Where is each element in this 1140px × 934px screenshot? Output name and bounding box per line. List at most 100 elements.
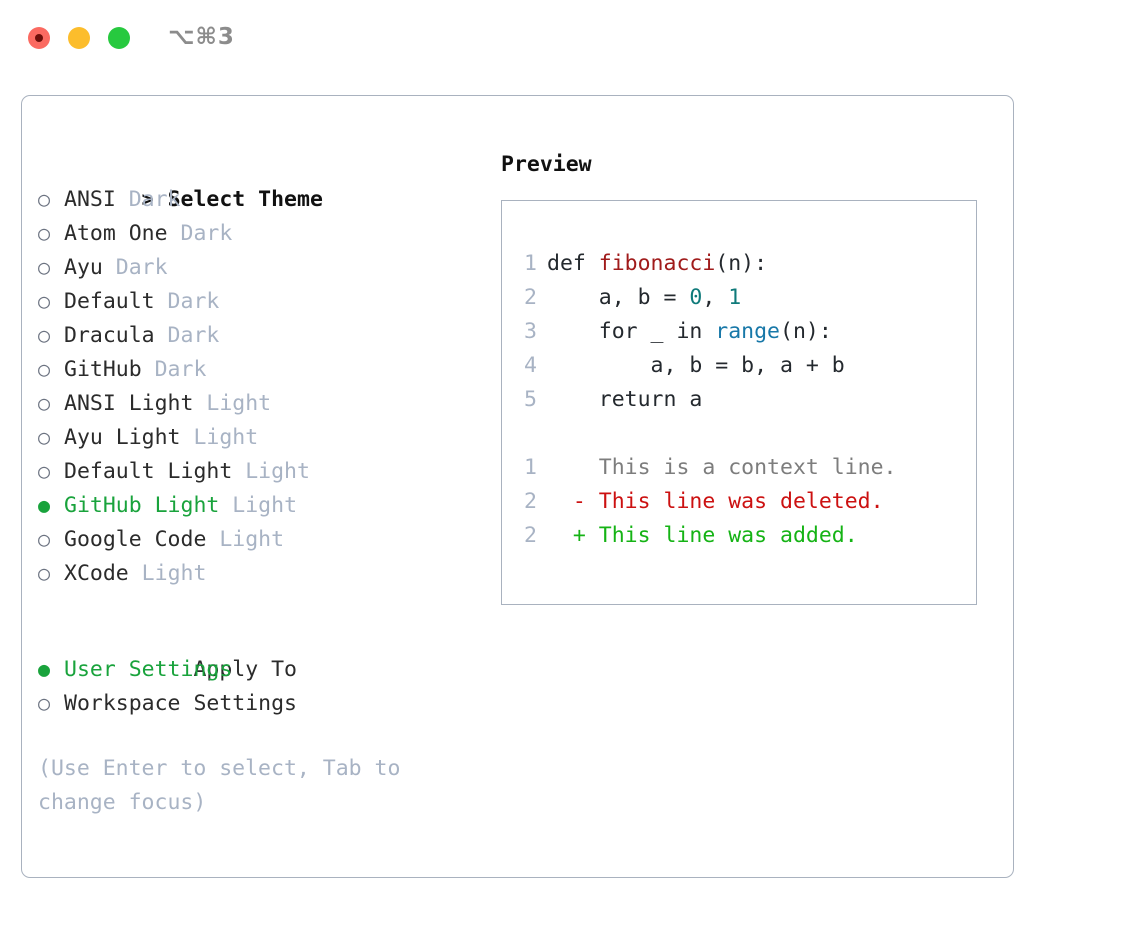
- theme-variant-label: Dark: [115, 187, 181, 212]
- select-theme-heading: > Select Theme: [38, 148, 478, 212]
- code-line: 4 a, b = b, a + b: [502, 349, 976, 383]
- diff-sample: 1 This is a context line.2 - This line w…: [502, 451, 976, 553]
- theme-variant-label: Dark: [102, 255, 168, 280]
- theme-list-item[interactable]: ○ XCode Light: [38, 556, 478, 590]
- theme-list: ○ANSI Dark○Atom One Dark○Ayu Dark○Defaul…: [38, 182, 478, 590]
- diff-marker-icon: -: [547, 489, 599, 514]
- theme-variant-label: Light: [232, 459, 310, 484]
- line-number: 2: [524, 489, 537, 514]
- diff-line: 2 - This line was deleted.: [502, 485, 976, 519]
- minimize-button[interactable]: [68, 27, 90, 49]
- theme-name-label: Atom One: [64, 221, 168, 246]
- theme-list-item[interactable]: ○ Dracula Dark: [38, 318, 478, 352]
- theme-name-label: ANSI: [64, 187, 116, 212]
- radio-unselected-icon: ○: [38, 323, 51, 347]
- diff-line-ctx: This is a context line.: [547, 455, 897, 480]
- theme-variant-label: Light: [193, 391, 272, 416]
- line-number: 5: [524, 387, 537, 412]
- theme-list-item[interactable]: ○ GitHub Dark: [38, 352, 478, 386]
- radio-unselected-icon: ○: [38, 527, 51, 551]
- title-bar: ⌥⌘3: [0, 0, 1140, 78]
- theme-list-item[interactable]: ○ Default Light Light: [38, 454, 478, 488]
- preview-spacer: [502, 417, 976, 451]
- line-number: 1: [524, 455, 537, 480]
- code-token-plain: def: [547, 251, 599, 276]
- theme-name-label: Default Light: [64, 459, 233, 484]
- diff-marker-icon: +: [547, 523, 599, 548]
- theme-variant-label: Dark: [154, 289, 220, 314]
- theme-variant-label: Light: [206, 527, 285, 552]
- theme-list-item[interactable]: ● GitHub Light Light: [38, 488, 478, 522]
- code-line: 2 a, b = 0, 1: [502, 281, 976, 315]
- keyboard-shortcut-label: ⌥⌘3: [168, 24, 235, 50]
- theme-list-item[interactable]: ○ Google Code Light: [38, 522, 478, 556]
- theme-list-item[interactable]: ○ Ayu Light Light: [38, 420, 478, 454]
- theme-name-label: Dracula: [64, 323, 155, 348]
- theme-name-label: XCode: [64, 561, 129, 586]
- radio-unselected-icon: ○: [38, 255, 51, 279]
- theme-list-item[interactable]: ○ Ayu Dark: [38, 250, 478, 284]
- radio-unselected-icon: ○: [38, 425, 51, 449]
- diff-line-text: This is a context line.: [598, 455, 897, 480]
- line-number: 1: [524, 251, 537, 276]
- radio-unselected-icon: ○: [38, 391, 51, 415]
- theme-name-label: Ayu Light: [64, 425, 181, 450]
- theme-list-item[interactable]: ○ Atom One Dark: [38, 216, 478, 250]
- theme-name-label: ANSI Light: [64, 391, 194, 416]
- code-token-call: range: [715, 319, 781, 344]
- line-number: 4: [524, 353, 537, 378]
- line-number: 3: [524, 319, 537, 344]
- radio-unselected-icon: ○: [38, 459, 51, 483]
- diff-line-add: + This line was added.: [547, 523, 858, 548]
- diff-line-text: This line was added.: [598, 523, 858, 548]
- radio-selected-icon: ●: [38, 493, 51, 517]
- theme-variant-label: Light: [219, 493, 298, 518]
- diff-marker-icon: [547, 455, 599, 480]
- code-token-plain: return a: [547, 387, 703, 412]
- main-panel: >Select Theme ○ANSI Dark○Atom One Dark○A…: [21, 95, 1014, 878]
- theme-variant-label: Light: [128, 561, 207, 586]
- code-token-plain: ,: [702, 285, 729, 310]
- radio-selected-icon: ●: [38, 657, 51, 681]
- select-theme-heading-label: Select Theme: [167, 187, 323, 212]
- code-token-plain: for _ in: [547, 319, 716, 344]
- theme-list-item[interactable]: ○ ANSI Light Light: [38, 386, 478, 420]
- theme-list-item[interactable]: ○ Default Dark: [38, 284, 478, 318]
- code-token-plain: (n):: [780, 319, 832, 344]
- theme-name-label: GitHub Light: [64, 493, 220, 518]
- radio-unselected-icon: ○: [38, 221, 51, 245]
- preview-heading: Preview: [501, 152, 592, 177]
- apply-to-item[interactable]: ●User Settings: [38, 652, 478, 686]
- prompt-caret-icon: >: [141, 187, 154, 211]
- theme-name-label: Ayu: [64, 255, 103, 280]
- maximize-button[interactable]: [108, 27, 130, 49]
- radio-unselected-icon: ○: [38, 561, 51, 585]
- code-line: 5 return a: [502, 383, 976, 417]
- theme-variant-label: Dark: [167, 221, 233, 246]
- theme-name-label: Google Code: [64, 527, 207, 552]
- radio-unselected-icon: ○: [38, 289, 51, 313]
- theme-name-label: GitHub: [64, 357, 142, 382]
- diff-line-text: This line was deleted.: [598, 489, 884, 514]
- recording-indicator-icon: [35, 34, 43, 42]
- code-token-plain: (n):: [715, 251, 768, 276]
- radio-unselected-icon: ○: [38, 357, 51, 381]
- line-number: 2: [524, 285, 537, 310]
- code-token-plain: a, b =: [547, 285, 690, 310]
- theme-variant-label: Dark: [141, 357, 207, 382]
- diff-line: 1 This is a context line.: [502, 451, 976, 485]
- keyboard-hint-text: (Use Enter to select, Tab to change focu…: [38, 756, 401, 815]
- theme-variant-label: Light: [180, 425, 259, 450]
- theme-variant-label: Dark: [154, 323, 220, 348]
- apply-to-item[interactable]: ○Workspace Settings: [38, 686, 478, 720]
- close-button[interactable]: [28, 27, 50, 49]
- theme-list-item[interactable]: ○ANSI Dark: [38, 182, 478, 216]
- code-token-plain: a, b = b, a + b: [547, 353, 845, 378]
- code-token-num: 0: [689, 285, 703, 310]
- apply-to-section: ○Apply To ●User Settings○Workspace Setti…: [38, 618, 478, 720]
- theme-name-label: Default: [64, 289, 155, 314]
- apply-to-heading-label: Apply To: [193, 657, 298, 682]
